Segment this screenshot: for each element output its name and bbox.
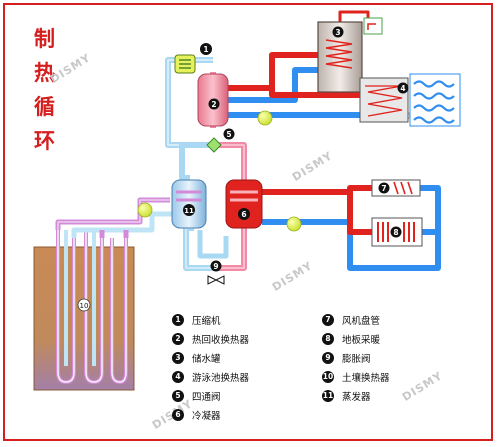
legend-label: 土壤换热器 <box>342 373 390 384</box>
pump-heating-loop <box>286 216 302 232</box>
hot-water-circuit <box>228 10 441 271</box>
legend-number: 10 <box>322 371 334 383</box>
compressor: 1 <box>174 43 212 74</box>
pool-heat-exchanger: 4 <box>359 73 461 127</box>
legend-number: 6 <box>172 409 184 421</box>
ground-heat-exchanger: 10 <box>33 230 135 391</box>
legend-label: 游泳池换热器 <box>192 373 250 384</box>
component-label-5: 5 <box>226 130 231 139</box>
condenser: 6 <box>225 179 263 229</box>
legend-label: 四通阀 <box>192 392 221 403</box>
legend-label: 蒸发器 <box>342 392 371 403</box>
four-way-valve: 5 <box>206 128 235 153</box>
title-char-2: 热 <box>34 60 55 85</box>
component-badge-6 <box>238 208 250 220</box>
component-badge-5 <box>223 128 235 140</box>
expansion-valve: 9 <box>207 260 225 285</box>
component-label-3: 3 <box>335 28 340 37</box>
component-badge-3 <box>332 26 344 38</box>
component-label-10: 10 <box>80 302 89 310</box>
component-badge-11 <box>183 204 195 216</box>
ground-loop-pump <box>137 202 153 218</box>
legend-number: 1 <box>172 314 184 326</box>
legend-number: 2 <box>172 333 184 345</box>
legend-item: 4 游泳池换热器 <box>172 370 249 384</box>
fan-coil: 7 <box>371 179 421 197</box>
legend-item: 3 储水罐 <box>172 351 221 365</box>
legend-label: 冷凝器 <box>192 411 221 422</box>
heat-recovery-exchanger: 2 <box>197 73 229 127</box>
legend-label: 地板采暖 <box>342 335 381 346</box>
ground-loop-piping <box>55 197 172 238</box>
legend-number: 8 <box>322 333 334 345</box>
component-badge-10 <box>77 298 91 312</box>
legend-item: 10 土壤换热器 <box>322 370 390 384</box>
legend-item: 2 热回收换热器 <box>172 332 249 346</box>
legend-item: 8 地板采暖 <box>322 332 380 346</box>
legend-item: 9 膨胀阀 <box>322 351 371 365</box>
title-char-1: 制 <box>34 26 55 51</box>
component-label-1: 1 <box>203 45 208 54</box>
legend-item: 11 蒸发器 <box>322 389 371 403</box>
legend-label: 热回收换热器 <box>192 335 250 346</box>
pump-pool-loop <box>257 110 273 126</box>
legend-label: 压缩机 <box>192 316 221 327</box>
component-label-8: 8 <box>393 228 398 237</box>
legend-number: 5 <box>172 390 184 402</box>
evaporator: 11 <box>171 179 207 229</box>
component-label-4: 4 <box>400 84 405 93</box>
legend-number: 7 <box>322 314 334 326</box>
legend-label: 储水罐 <box>192 354 221 365</box>
component-label-6: 6 <box>241 210 246 219</box>
title-char-3: 循 <box>34 94 55 119</box>
component-label-11: 11 <box>184 207 194 215</box>
title-char-4: 环 <box>34 128 55 153</box>
component-badge-9 <box>210 260 222 272</box>
floor-heating: 8 <box>371 217 423 247</box>
storage-tank: 3 <box>317 17 383 93</box>
legend-number: 9 <box>322 352 334 364</box>
component-label-9: 9 <box>213 262 218 271</box>
component-badge-7 <box>378 182 390 194</box>
legend-item: 5 四通阀 <box>172 389 221 403</box>
component-badge-4 <box>397 82 409 94</box>
outer-frame <box>3 3 493 441</box>
component-badge-8 <box>390 226 402 238</box>
component-badge-2 <box>208 98 220 110</box>
legend-item: 7 风机盘管 <box>322 313 380 327</box>
legend-item: 1 压缩机 <box>172 313 221 327</box>
legend-number: 11 <box>322 390 334 402</box>
legend-item: 6 冷凝器 <box>172 408 221 422</box>
component-badge-1 <box>200 43 212 55</box>
component-label-7: 7 <box>381 184 386 193</box>
legend-number: 3 <box>172 352 184 364</box>
faucet-icon <box>363 17 383 35</box>
legend-number: 4 <box>172 371 184 383</box>
legend-label: 风机盘管 <box>342 316 381 327</box>
component-label-2: 2 <box>211 100 216 109</box>
legend-label: 膨胀阀 <box>342 354 371 365</box>
